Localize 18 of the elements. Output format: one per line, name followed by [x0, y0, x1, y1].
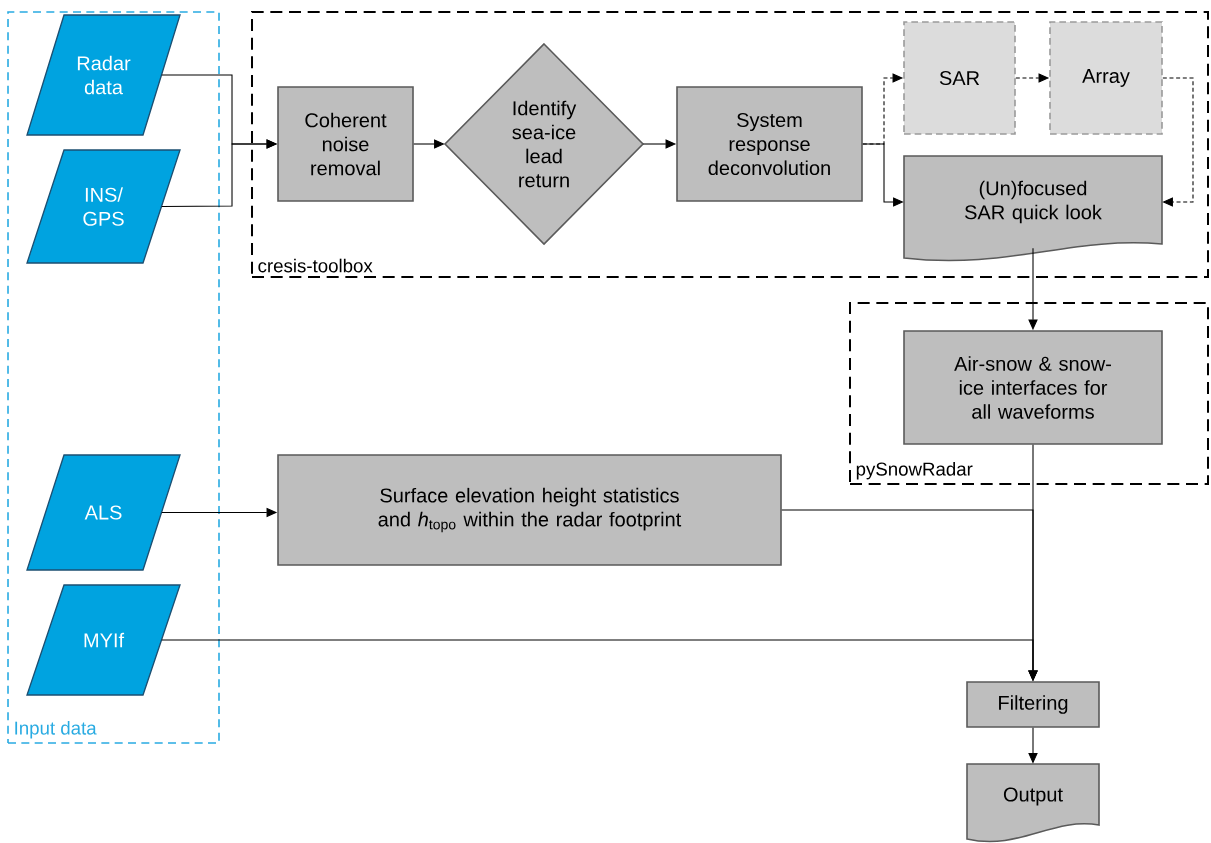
input-parallelogram: INS/ GPS [26, 149, 181, 264]
optional-process-box: SAR [903, 21, 1016, 135]
process-box: Air-snow & snow-ice interfaces for all waveforms [903, 330, 1163, 445]
input-parallelogram: ALS [26, 454, 181, 571]
group-frame [849, 302, 1209, 485]
process-box: Surface elevation height statistics and h$_{topo}$ within the radar footprint [277, 454, 782, 566]
group-label: Input data [15, 721, 97, 739]
optional-process-box: Array [1049, 21, 1163, 135]
group-frame [7, 11, 220, 744]
group-frame [251, 11, 1209, 278]
arrow [1162, 77, 1194, 207]
group-label: pySnowRadar [856, 462, 973, 480]
process-box: Coherent noise removal [277, 86, 414, 202]
input-parallelogram: MYIf [26, 584, 181, 696]
input-parallelogram: Radar data [26, 14, 181, 136]
process-box: System response deconvolution [676, 86, 863, 202]
group-label: cresis-toolbox [258, 258, 373, 273]
process-box: Filtering [966, 681, 1100, 728]
